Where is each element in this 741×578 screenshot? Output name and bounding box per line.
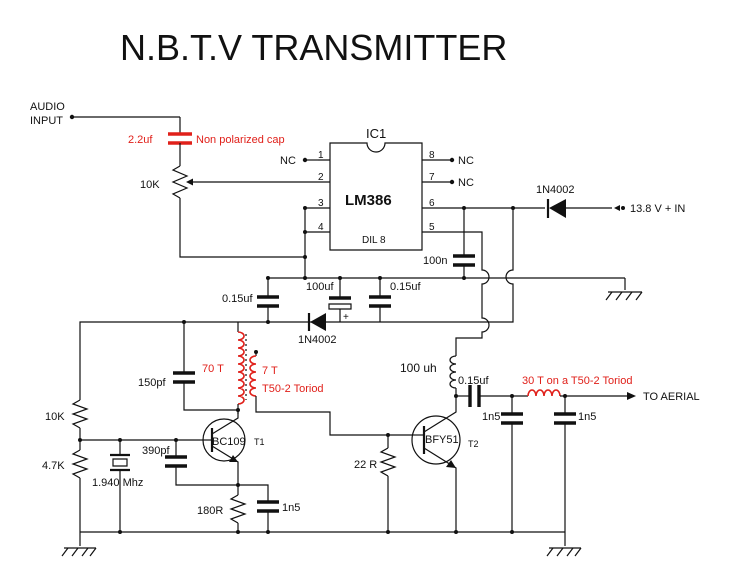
- coil-secondary-turns: 7 T: [262, 365, 278, 377]
- amplifier-output-line: [238, 208, 514, 352]
- coupling-cap-value: 2.2uf: [128, 134, 153, 146]
- cap-100uf-value: 100uf: [306, 281, 334, 293]
- supply-label: 13.8 V + IN: [630, 203, 685, 215]
- svg-text:7: 7: [429, 172, 435, 183]
- ic-ref: IC1: [366, 126, 386, 141]
- cap-015uf-right: 0.15uf: [369, 278, 422, 322]
- t1-ref: T1: [254, 437, 265, 447]
- cap-out-1-value: 1n5: [482, 411, 500, 423]
- t1-base-network: 1.940 Mhz 390pf: [80, 438, 238, 532]
- aerial-label: TO AERIAL: [643, 391, 700, 403]
- diagram-title: N.B.T.V TRANSMITTER: [120, 27, 507, 68]
- svg-text:1: 1: [318, 150, 324, 161]
- cap-150pf-value: 150pf: [138, 377, 166, 389]
- coupling-cap-note: Non polarized cap: [196, 134, 285, 146]
- t2-ref: T2: [468, 439, 479, 449]
- svg-text:AUDIO: AUDIO: [30, 101, 65, 113]
- diode-middle: 1N4002: [298, 313, 337, 346]
- svg-text:+: +: [343, 312, 349, 323]
- svg-text:5: 5: [429, 222, 435, 233]
- cap-out-2-value: 1n5: [578, 411, 596, 423]
- coil-primary-turns: 70 T: [202, 363, 224, 375]
- cap-1n5-t1-value: 1n5: [282, 502, 300, 514]
- svg-text:8: 8: [429, 150, 435, 161]
- nc-pin1: NC: [280, 155, 296, 167]
- t2-base-resistor: 22 R: [354, 435, 397, 532]
- bottom-ground-rail: [61, 530, 582, 557]
- nc-pin8: NC: [458, 155, 474, 167]
- transistor-t2: BFY51 T2: [411, 396, 479, 532]
- r-22-value: 22 R: [354, 459, 377, 471]
- supply-input: 1N4002 13.8 V + IN: [436, 184, 685, 218]
- t1-emitter-network: 180R 1n5: [197, 484, 300, 532]
- svg-text:3: 3: [318, 198, 324, 209]
- output-network: 0.15uf 30 T on a T50-2 Toriod TO AERIAL …: [456, 375, 700, 532]
- lm386-ic: IC1 LM386 DIL 8 1 2 3 4 8 7 6 5 NC NC NC: [280, 126, 474, 278]
- diode-mid-label: 1N4002: [298, 334, 337, 346]
- coil-secondary-core: T50-2 Toriod: [262, 383, 324, 395]
- nc-pin7: NC: [458, 177, 474, 189]
- cap-100n-value: 100n: [423, 255, 447, 267]
- r-180-value: 180R: [197, 505, 223, 517]
- t2-part: BFY51: [425, 434, 459, 446]
- crystal-freq: 1.940 Mhz: [92, 477, 143, 489]
- svg-text:6: 6: [429, 198, 435, 209]
- coil-out-label: 30 T on a T50-2 Toriod: [522, 375, 633, 387]
- cap-390pf-value: 390pf: [142, 445, 170, 457]
- cap-015-left-value: 0.15uf: [222, 293, 254, 305]
- diode-top-label: 1N4002: [536, 184, 575, 196]
- t1-part: BC109: [212, 436, 246, 448]
- pot-value: 10K: [140, 179, 160, 191]
- decoupling-cap-100n: 100n: [423, 208, 475, 278]
- ic-part: LM386: [345, 192, 392, 209]
- cap-015uf-left: 0.15uf: [222, 278, 279, 324]
- ic-package: DIL 8: [362, 235, 386, 246]
- cap-015-right-value: 0.15uf: [390, 281, 422, 293]
- choke-100uh: 100 uh: [400, 352, 458, 398]
- choke-value: 100 uh: [400, 361, 437, 375]
- coupling-capacitor-2u2: 2.2uf Non polarized cap: [128, 117, 285, 166]
- svg-text:2: 2: [318, 172, 324, 183]
- transistor-t1: BC109 T1: [200, 410, 265, 487]
- svg-text:4: 4: [318, 222, 324, 233]
- cap-100uf: 100uf +: [306, 278, 352, 323]
- svg-text:INPUT: INPUT: [30, 115, 63, 127]
- r-47k-value: 4.7K: [42, 460, 65, 472]
- bias-divider: 10K 4.7K: [42, 321, 238, 532]
- audio-input: AUDIO INPUT: [30, 101, 180, 127]
- r-10k-value: 10K: [45, 411, 65, 423]
- tank-circuit: 150pf 70 T 7 T T50-2 Toriod: [138, 320, 412, 437]
- volume-potentiometer: 10K: [140, 165, 318, 258]
- cap-015-out-value: 0.15uf: [458, 375, 490, 387]
